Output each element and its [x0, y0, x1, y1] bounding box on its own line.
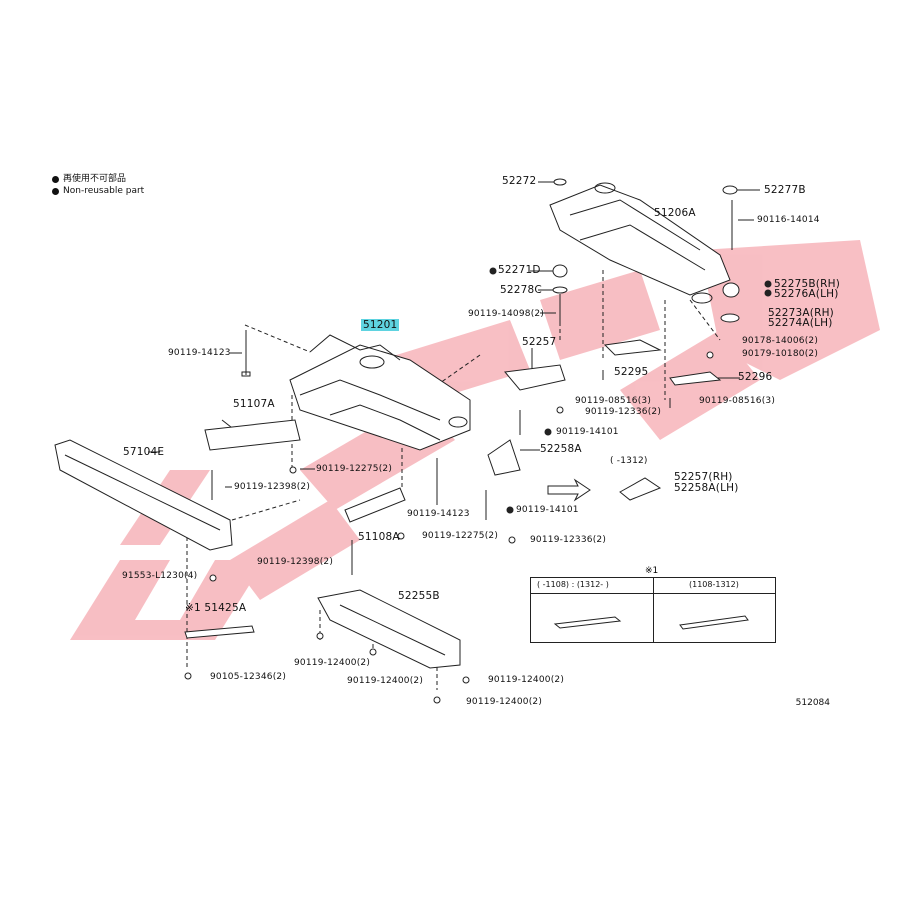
part-label[interactable]: 51108A: [358, 531, 400, 543]
part-label[interactable]: 90178-14006(2): [742, 336, 819, 346]
part-label[interactable]: 90119-14098(2): [468, 309, 545, 319]
part-label[interactable]: 52271D: [498, 264, 541, 276]
part-label[interactable]: 90119-12400(2): [488, 675, 565, 685]
part-label[interactable]: 90119-14101: [556, 427, 619, 437]
part-label[interactable]: 52257(RH): [674, 471, 733, 483]
part-label[interactable]: 90119-12336(2): [530, 535, 607, 545]
inset-marker: ※1: [645, 566, 659, 576]
part-label[interactable]: 52295: [614, 366, 649, 378]
part-label[interactable]: 90119-12400(2): [294, 658, 371, 668]
legend-en: Non-reusable part: [63, 186, 145, 196]
part-label[interactable]: 51206A: [654, 207, 696, 219]
part-label[interactable]: 52257: [522, 336, 557, 348]
part-label[interactable]: ※1 51425A: [185, 602, 247, 614]
part-label[interactable]: 90119-12336(2): [585, 407, 662, 417]
part-label[interactable]: 90119-12275(2): [422, 531, 499, 541]
highlighted-part-number[interactable]: 51201: [361, 319, 400, 331]
part-label[interactable]: 52273A(RH): [768, 307, 834, 319]
figure-code: 512084: [795, 698, 830, 708]
part-label[interactable]: 91553-L1230(4): [122, 571, 198, 581]
part-label[interactable]: 52296: [738, 371, 773, 383]
part-label[interactable]: 52278C: [500, 284, 542, 296]
inset-table: ( -1108) : (1312- ) (1108-1312): [530, 577, 776, 643]
part-label[interactable]: 90119-14123: [407, 509, 470, 519]
part-label[interactable]: 90116-14014: [757, 215, 820, 225]
part-label[interactable]: 90119-12400(2): [347, 676, 424, 686]
part-label[interactable]: 52274A(LH): [768, 317, 833, 329]
part-label-highlighted[interactable]: 51201: [361, 319, 400, 331]
inset-divider: [653, 578, 654, 642]
part-label[interactable]: 90179-10180(2): [742, 349, 819, 359]
non-reusable-dot-icon: [52, 175, 59, 183]
part-label[interactable]: 52258A(LH): [674, 482, 739, 494]
part-label[interactable]: 90119-08516(3): [575, 396, 652, 406]
legend-jp: 再使用不可部品: [63, 174, 127, 184]
inset-col1-header: ( -1108) : (1312- ): [537, 580, 609, 589]
part-label[interactable]: 90119-08516(3): [699, 396, 776, 406]
part-label[interactable]: 51107A: [233, 398, 275, 410]
part-label[interactable]: 90105-12346(2): [210, 672, 287, 682]
part-label[interactable]: 90119-12275(2): [316, 464, 393, 474]
part-label[interactable]: 52255B: [398, 590, 440, 602]
part-label[interactable]: 90119-12400(2): [466, 697, 543, 707]
part-label[interactable]: 52272: [502, 175, 537, 187]
part-label[interactable]: 57104E: [123, 446, 165, 458]
part-label[interactable]: 90119-14123: [168, 348, 231, 358]
legend: 再使用不可部品 Non-reusable part: [52, 173, 144, 197]
part-label[interactable]: 90119-12398(2): [257, 557, 334, 567]
inset-col2-header: (1108-1312): [689, 580, 739, 589]
part-label[interactable]: 52275B(RH): [774, 278, 840, 290]
part-label[interactable]: 90119-12398(2): [234, 482, 311, 492]
part-label[interactable]: 90119-14101: [516, 505, 579, 515]
part-label[interactable]: 52258A: [540, 443, 582, 455]
part-label[interactable]: 52276A(LH): [774, 288, 839, 300]
non-reusable-dot-icon: [52, 187, 59, 195]
part-label: ( -1312): [610, 456, 648, 466]
part-label[interactable]: 52277B: [764, 184, 806, 196]
